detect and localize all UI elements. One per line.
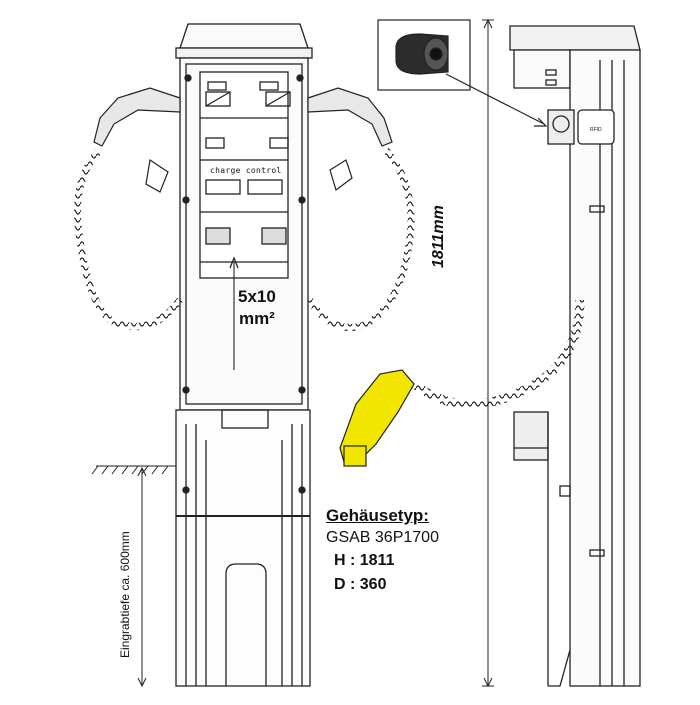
highlighted-plug [339,299,585,467]
rfid-reader [577,109,615,145]
spec-height: H : 1811 [334,552,395,569]
side-view [509,25,641,687]
right-charging-cable [306,87,415,331]
cable-size-unit: mm² [238,309,275,328]
charge-control-label: charge control [210,166,282,175]
socket-inset [377,19,548,127]
front-panel [199,71,289,279]
install-depth-label: Eingrabtiefe ca. 600mm [118,531,132,658]
cable-size-label: 5x10 mm² [238,286,276,330]
overall-height-label: 1811mm [430,205,447,268]
cable-size-value: 5x10 [238,287,276,306]
spec-model: GSAB 36P1700 [326,529,439,546]
spec-depth: D : 360 [334,576,387,593]
rfid-label: RFID [590,127,602,133]
front-view [175,23,313,687]
control-module-right [247,179,283,195]
left-charging-cable [74,87,183,331]
spec-title: Gehäusetyp: [326,506,429,525]
height-dimension [482,18,494,688]
ground-and-depth [91,465,176,688]
control-module-left [205,179,241,195]
